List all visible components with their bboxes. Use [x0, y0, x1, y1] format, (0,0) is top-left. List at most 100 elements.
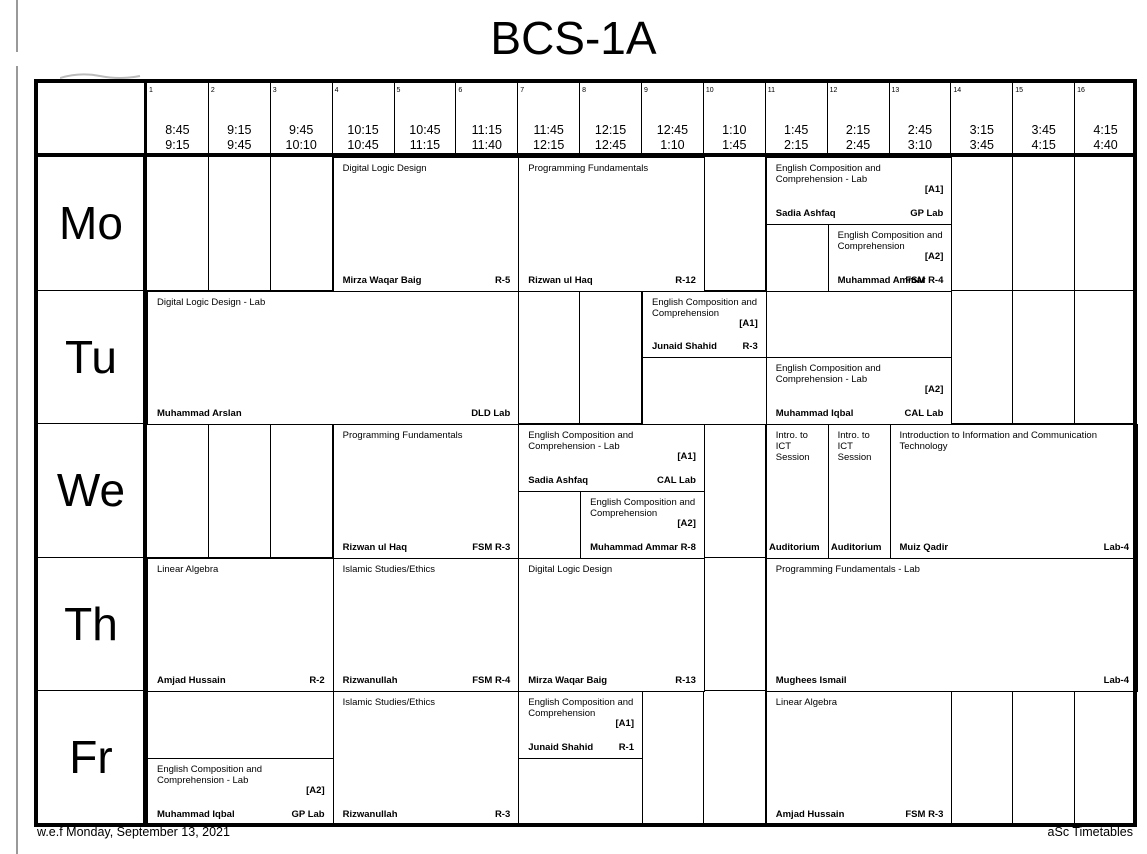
lesson-block[interactable]: Introduction to Information and Communic… [889, 424, 1138, 559]
day-label: Mo [59, 197, 123, 249]
lesson-teacher: Muhammad Iqbal [775, 408, 854, 419]
lesson-block[interactable]: English Composition and Comprehension[A1… [518, 691, 643, 759]
period-start: 3:15 [969, 123, 994, 137]
lesson-subject: Digital Logic Design [528, 563, 613, 575]
period-end: 1:45 [722, 138, 747, 152]
day-row-header: We [34, 424, 144, 558]
lesson-group: [A2] [924, 250, 944, 262]
period-number: 15 [1015, 87, 1024, 94]
empty-slot [951, 691, 1014, 825]
lesson-subject: English Composition and Comprehension - … [775, 363, 881, 386]
lesson-subject: English Composition and Comprehension - … [775, 163, 881, 185]
period-number: 2 [210, 87, 215, 94]
lesson-subject: Intro. to ICT Session [837, 430, 872, 463]
period-start: 1:45 [784, 123, 809, 137]
lesson-room: R-1 [618, 741, 634, 753]
lesson-teacher: Amjad Hussain [157, 675, 226, 686]
period-start: 9:15 [227, 123, 252, 137]
empty-slot [703, 157, 766, 291]
day-label: Fr [69, 731, 113, 783]
lesson-subject: Linear Algebra [775, 697, 838, 708]
lesson-block[interactable]: English Composition and Comprehension - … [147, 757, 334, 826]
lesson-subject: Linear Algebra [157, 563, 219, 575]
period-end: 12:45 [594, 138, 627, 152]
period-start: 2:15 [845, 123, 871, 137]
day-label: Tu [65, 330, 117, 383]
lesson-teacher: Rizwan ul Haq [528, 274, 593, 286]
period-number: 3 [272, 87, 277, 94]
period-start: 8:45 [165, 123, 190, 137]
day-row-header: Mo [34, 157, 144, 291]
period-number: 4 [334, 87, 339, 94]
lesson-block[interactable]: English Composition and Comprehension - … [765, 357, 953, 425]
lesson-block[interactable]: English Composition and Comprehension[A2… [827, 223, 953, 292]
lesson-room: R-12 [675, 274, 696, 286]
lesson-subject: Programming Fundamentals [528, 163, 649, 174]
lesson-teacher: Junaid Shahid [528, 741, 594, 753]
period-end: 1:10 [660, 138, 685, 152]
lesson-teacher: Muhammad Arslan [157, 408, 242, 419]
lesson-teacher: Rizwanullah [342, 808, 398, 820]
lesson-teacher: Mirza Waqar Baig [342, 274, 422, 286]
lesson-block[interactable]: English Composition and Comprehension - … [765, 157, 953, 225]
lesson-group: [A1] [739, 317, 758, 329]
period-number: 5 [396, 87, 401, 94]
period-end: 11:15 [409, 138, 441, 152]
empty-slot [1075, 157, 1137, 291]
empty-slot [703, 691, 766, 825]
lesson-block[interactable]: English Composition and Comprehension[A2… [580, 490, 705, 559]
lesson-teacher: Sadia Ashfaq [775, 207, 836, 219]
period-end: 12:15 [533, 138, 565, 152]
lesson-teacher: Amjad Hussain [775, 808, 845, 820]
lesson-room: Lab-4 [1103, 675, 1129, 686]
empty-slot [1013, 691, 1076, 825]
lesson-teacher: Muhammad Iqbal [157, 808, 235, 820]
effective-date: w.e.f Monday, September 13, 2021 [37, 825, 230, 839]
lesson-block[interactable]: English Composition and Comprehension - … [518, 424, 705, 492]
lesson-teacher: Rizwanullah [342, 675, 398, 686]
generator-credit: aSc Timetables [1047, 825, 1133, 839]
empty-slot [1013, 157, 1076, 291]
empty-slot [147, 424, 209, 558]
free-slot [765, 290, 953, 359]
lesson-room: R-13 [675, 675, 696, 686]
lesson-block[interactable]: English Composition and Comprehension[A1… [642, 290, 767, 359]
lesson-room: Auditorium [768, 541, 820, 553]
empty-slot [147, 157, 209, 291]
lesson-subject: English Composition and Comprehension [590, 496, 696, 519]
empty-slot [270, 157, 333, 291]
lesson-room: Auditorium [830, 541, 882, 553]
period-end: 2:15 [784, 138, 809, 152]
empty-slot [270, 424, 333, 558]
period-number: 16 [1077, 87, 1085, 94]
empty-slot [208, 424, 271, 558]
lesson-room: R-5 [494, 274, 511, 286]
scan-artifact [60, 73, 141, 79]
lesson-room: CAL Lab [656, 474, 696, 486]
period-number: 9 [644, 87, 648, 94]
